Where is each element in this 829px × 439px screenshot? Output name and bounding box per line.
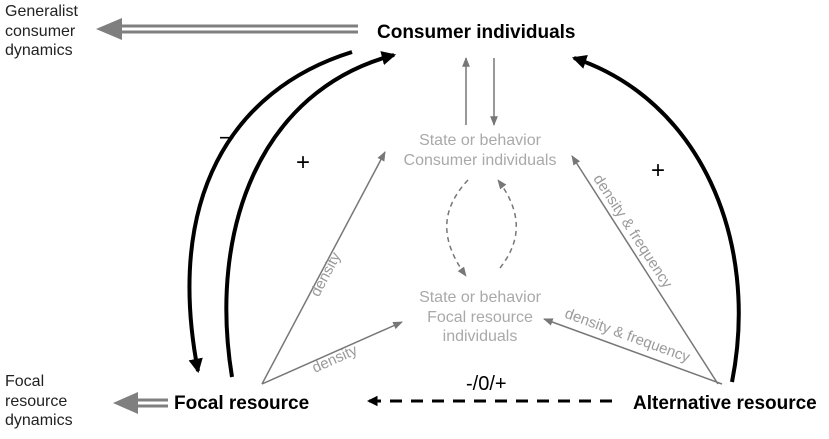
state-consumer-line1: State or behavior xyxy=(419,132,541,149)
state-consumer-label: State or behavior Consumer individuals xyxy=(380,131,580,170)
focal-to-consumer-sign: + xyxy=(296,149,311,176)
alt-to-consumer-sign: + xyxy=(651,157,666,184)
consumer-to-focal-sign: – xyxy=(220,123,234,150)
state-focal-line2: Focal resource xyxy=(427,308,533,326)
focal-to-state-consumer-arrow xyxy=(261,151,386,385)
alt-to-state-consumer-arrow xyxy=(571,155,719,385)
state-consumer-to-state-focal-arrow xyxy=(446,179,469,277)
focal-dynamics-label: Focal resource dynamics xyxy=(5,373,73,430)
alternative-resource-node: Alternative resource xyxy=(633,393,817,414)
state-focal-line3: individuals xyxy=(442,328,518,346)
generalist-dynamics-label: Generalist consumer dynamics xyxy=(5,3,78,60)
focal-to-consumer-arrow xyxy=(224,51,397,378)
generalist-dynamics-arrow xyxy=(96,18,358,40)
alt-to-state-focal-arrow xyxy=(543,318,723,385)
state-focal-line1: State or behavior xyxy=(419,289,541,306)
focal-dynamics-arrow xyxy=(113,392,168,414)
state-consumer-line2: Consumer individuals xyxy=(403,151,557,169)
state-focal-to-state-consumer-arrow xyxy=(497,179,517,269)
focal-to-state-focal-arrow xyxy=(261,321,403,385)
alt-to-consumer-arrow xyxy=(571,55,741,383)
consumer-to-focal-arrow xyxy=(187,50,353,374)
consumer-individuals-node: Consumer individuals xyxy=(377,22,576,43)
state-focal-label: State or behavior Focal resource individ… xyxy=(380,288,580,347)
focal-resource-node: Focal resource xyxy=(174,393,310,414)
alt-to-focal-sign: -/0/+ xyxy=(466,373,507,395)
